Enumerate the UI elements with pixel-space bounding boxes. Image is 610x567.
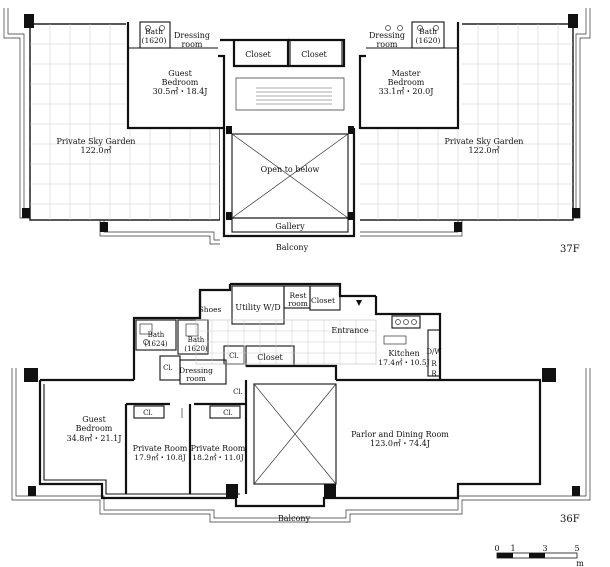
closet-top-36-room — [309, 285, 341, 311]
balcony-37-label: Balcony — [276, 243, 309, 252]
dressing-left-37-label-2: room — [181, 40, 202, 49]
entrance-label: Entrance — [331, 326, 368, 335]
floor-36-plan: Shoes Utility W/D Rest room Closet Entra… — [11, 282, 591, 525]
bath-left-37-label: Bath — [145, 27, 163, 36]
sky-garden-left-label: Private Sky Garden — [57, 137, 136, 146]
cl-a-36-label: Cl. — [229, 352, 239, 360]
closet-a-37-label: Closet — [245, 50, 271, 59]
parlor-area: 123.0㎡・74.4J — [370, 439, 430, 448]
scale-tick-0: 0 — [494, 544, 499, 553]
cl-d-36-label: Cl. — [143, 409, 153, 417]
master-bedroom-37-label-2: Bedroom — [388, 78, 425, 87]
scale-tick-1: 1 — [510, 544, 515, 553]
guest-bedroom-36-label: Guest — [82, 415, 106, 424]
master-bedroom-37-label: Master — [392, 69, 421, 78]
bath-a-36-size: (1624) — [144, 340, 168, 348]
balcony-36-label: Balcony — [278, 514, 311, 523]
r2-label: R — [431, 370, 437, 378]
bath-right-37-size: (1620) — [416, 36, 441, 45]
scale-unit: m — [576, 559, 584, 567]
private-room-2-area: 18.2㎡・11.0J — [192, 453, 243, 462]
kitchen-label: Kitchen — [388, 349, 419, 358]
floor-37-label: 37F — [560, 244, 580, 255]
guest-bedroom-37-label: Guest — [168, 69, 192, 78]
scale-bar: 0 1 3 5 m — [494, 544, 584, 567]
dressing-left-37-label: Dressing — [174, 31, 210, 40]
private-room-1-area: 17.9㎡・10.8J — [134, 453, 185, 462]
rest-room-label: Rest — [290, 291, 307, 300]
scale-tick-3: 3 — [542, 544, 547, 553]
dw-label: D/W — [426, 348, 442, 356]
sky-garden-right-label: Private Sky Garden — [445, 137, 524, 146]
bath-b-36-room — [177, 319, 209, 355]
shoes-label: Shoes — [199, 305, 222, 314]
guest-bedroom-36-label-2: Bedroom — [76, 424, 113, 433]
floor-37-plan: Bath (1620) Dressing room Closet Closet … — [3, 8, 591, 255]
bath-right-37-label: Bath — [419, 27, 437, 36]
dressing-right-37-label: Dressing — [369, 31, 405, 40]
master-bedroom-37-walls — [358, 21, 460, 130]
kitchen-area: 17.4㎡・10.5J — [378, 358, 429, 367]
living-envelope-36 — [38, 378, 542, 508]
guest-bedroom-37-label-2: Bedroom — [162, 78, 199, 87]
guest-bedroom-37-area: 30.5㎡・18.4J — [153, 87, 208, 96]
scale-tick-5: 5 — [574, 544, 579, 553]
sky-garden-left-area: 122.0㎡ — [81, 146, 112, 155]
bath-a-36-label: Bath — [148, 331, 165, 339]
closet-b-37-label: Closet — [301, 50, 327, 59]
rest-room-label-2: room — [288, 299, 308, 308]
bath-b-36-size: (1620) — [184, 345, 208, 353]
entrance-tiles — [195, 319, 377, 365]
bath-b-36-label: Bath — [188, 336, 205, 344]
parlor-36 — [253, 378, 436, 485]
guest-bedroom-36-area: 34.8㎡・21.1J — [67, 434, 122, 443]
dressing-36-label: Dressing — [179, 366, 213, 375]
closet-top-36-label: Closet — [311, 296, 335, 305]
open-to-below-label: Open to below — [261, 165, 320, 174]
bath-a-36-room — [135, 319, 177, 351]
cl-c-36-label: Cl. — [233, 388, 243, 396]
private-room-1-label: Private Room — [133, 444, 188, 453]
balcony-outline-36 — [11, 368, 591, 523]
cl-b-36-label: Cl. — [163, 364, 173, 372]
open-to-below-37 — [222, 126, 356, 238]
master-bedroom-37-area: 33.1㎡・20.0J — [379, 87, 434, 96]
bath-left-37-size: (1620) — [142, 36, 167, 45]
dressing-right-37-label-2: room — [376, 40, 397, 49]
gallery-37-label: Gallery — [275, 222, 305, 231]
cl-e-36-label: Cl. — [223, 409, 233, 417]
parlor-label: Parlor and Dining Room — [351, 430, 449, 439]
sky-garden-right-area: 122.0㎡ — [469, 146, 500, 155]
floor-36-label: 36F — [560, 514, 580, 525]
dressing-36-label-2: room — [186, 374, 206, 383]
utility-label: Utility W/D — [235, 303, 280, 312]
r1-label: R — [431, 360, 437, 368]
private-room-2-label: Private Room — [191, 444, 246, 453]
closet-mid-36-label: Closet — [257, 353, 283, 362]
